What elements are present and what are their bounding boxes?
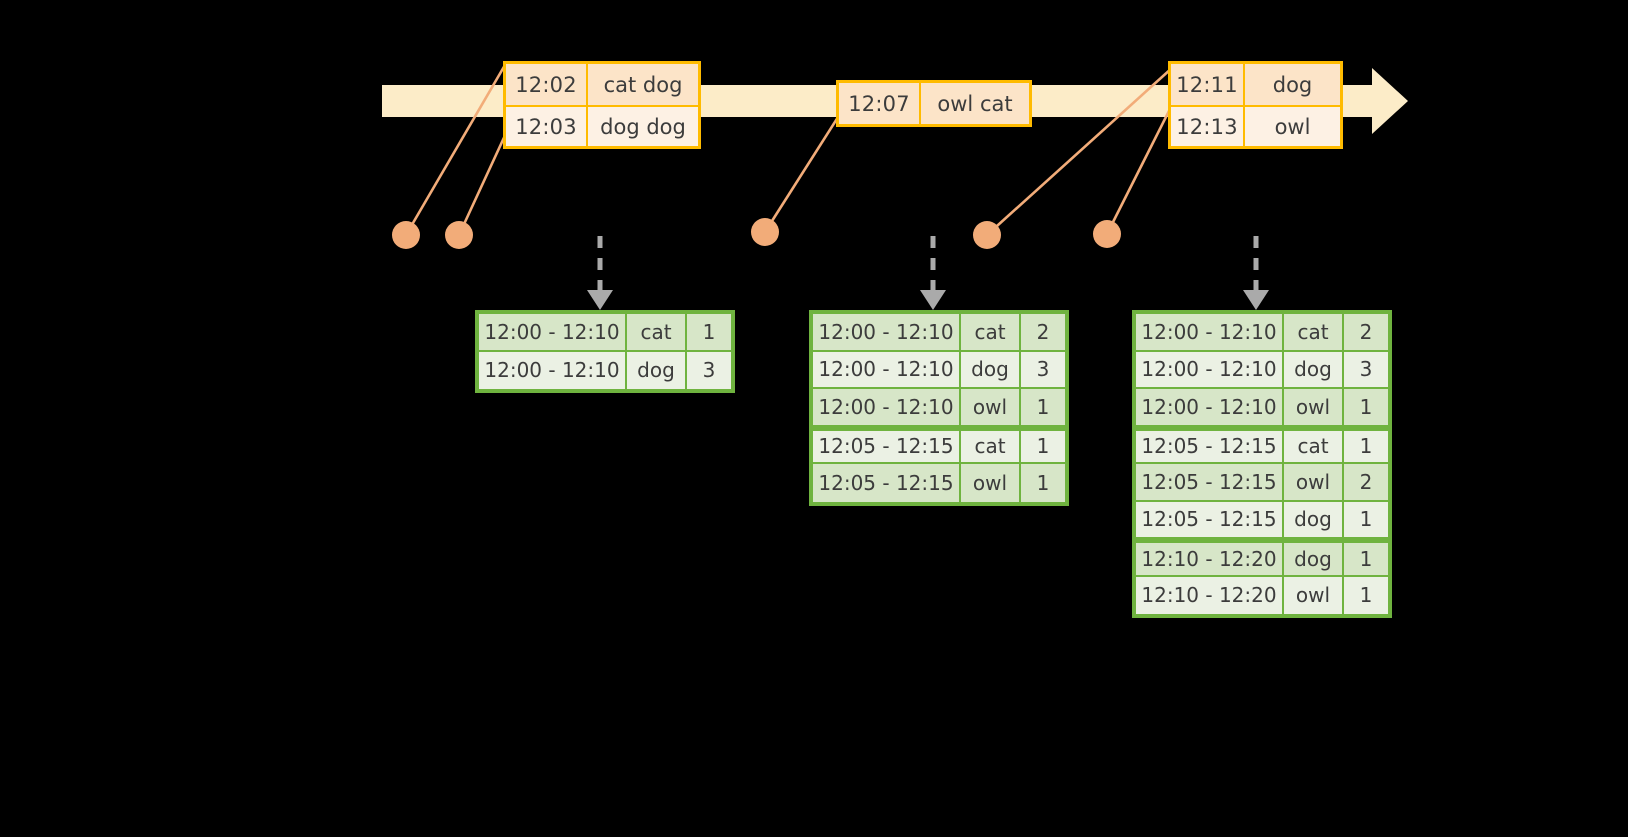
event-dot-2 xyxy=(445,221,473,249)
window-cell: 12:10 - 12:20 xyxy=(1136,576,1284,614)
window-cell: 12:00 - 12:10 xyxy=(479,314,627,352)
window-cell: 12:05 - 12:15 xyxy=(1136,501,1284,539)
down-arrow-3-head xyxy=(1243,290,1269,310)
connector-1 xyxy=(404,64,507,236)
window-cell: 12:00 - 12:10 xyxy=(1136,389,1284,427)
count-cell: 3 xyxy=(1021,351,1065,389)
count-cell: 1 xyxy=(687,314,731,352)
count-cell: 2 xyxy=(1344,314,1388,352)
key-cell: dog xyxy=(1284,501,1344,539)
event-payload: cat dog xyxy=(588,64,698,105)
event-payload: dog xyxy=(1245,64,1340,105)
event-dot-3 xyxy=(751,218,779,246)
event-payload: owl xyxy=(1245,107,1340,146)
event-dot-5 xyxy=(1093,220,1121,248)
down-arrow-2-head xyxy=(920,290,946,310)
key-cell: cat xyxy=(961,314,1021,352)
window-cell: 12:00 - 12:10 xyxy=(1136,314,1284,352)
key-cell: cat xyxy=(1284,430,1344,464)
key-cell: owl xyxy=(1284,464,1344,502)
count-cell: 1 xyxy=(1021,430,1065,464)
event-payload: owl cat xyxy=(921,83,1029,124)
window-cell: 12:10 - 12:20 xyxy=(1136,543,1284,577)
count-cell: 1 xyxy=(1344,389,1388,427)
window-cell: 12:00 - 12:10 xyxy=(813,351,961,389)
key-cell: cat xyxy=(1284,314,1344,352)
key-cell: owl xyxy=(961,389,1021,427)
key-cell: owl xyxy=(1284,576,1344,614)
count-cell: 1 xyxy=(1344,543,1388,577)
event-payload: dog dog xyxy=(588,107,698,146)
count-cell: 3 xyxy=(1344,351,1388,389)
window-cell: 12:05 - 12:15 xyxy=(1136,464,1284,502)
key-cell: dog xyxy=(961,351,1021,389)
down-arrow-1-head xyxy=(587,290,613,310)
event-dots xyxy=(392,218,1121,249)
count-cell: 1 xyxy=(1344,430,1388,464)
count-cell: 1 xyxy=(1021,464,1065,502)
key-cell: dog xyxy=(1284,351,1344,389)
window-cell: 12:05 - 12:15 xyxy=(1136,430,1284,464)
count-cell: 1 xyxy=(1021,389,1065,427)
count-cell: 2 xyxy=(1021,314,1065,352)
window-cell: 12:00 - 12:10 xyxy=(1136,351,1284,389)
key-cell: cat xyxy=(627,314,687,352)
key-cell: dog xyxy=(1284,543,1344,577)
event-dot-1 xyxy=(392,221,420,249)
count-cell: 1 xyxy=(1344,501,1388,539)
count-cell: 2 xyxy=(1344,464,1388,502)
event-dot-4 xyxy=(973,221,1001,249)
count-cell: 3 xyxy=(687,351,731,389)
count-cell: 1 xyxy=(1344,576,1388,614)
key-cell: cat xyxy=(961,430,1021,464)
key-cell: dog xyxy=(627,351,687,389)
key-cell: owl xyxy=(961,464,1021,502)
window-cell: 12:00 - 12:10 xyxy=(813,389,961,427)
event-timestamp: 12:02 xyxy=(506,64,588,105)
event-timestamp: 12:03 xyxy=(506,107,588,146)
key-cell: owl xyxy=(1284,389,1344,427)
window-cell: 12:05 - 12:15 xyxy=(813,464,961,502)
connector-5 xyxy=(1105,104,1174,235)
connector-3 xyxy=(763,113,842,233)
aggregation-arrows xyxy=(587,236,1269,310)
event-timestamp: 12:11 xyxy=(1171,64,1245,105)
event-timestamp: 12:07 xyxy=(839,83,921,124)
window-cell: 12:00 - 12:10 xyxy=(479,351,627,389)
window-cell: 12:05 - 12:15 xyxy=(813,430,961,464)
window-cell: 12:00 - 12:10 xyxy=(813,314,961,352)
event-timestamp: 12:13 xyxy=(1171,107,1245,146)
